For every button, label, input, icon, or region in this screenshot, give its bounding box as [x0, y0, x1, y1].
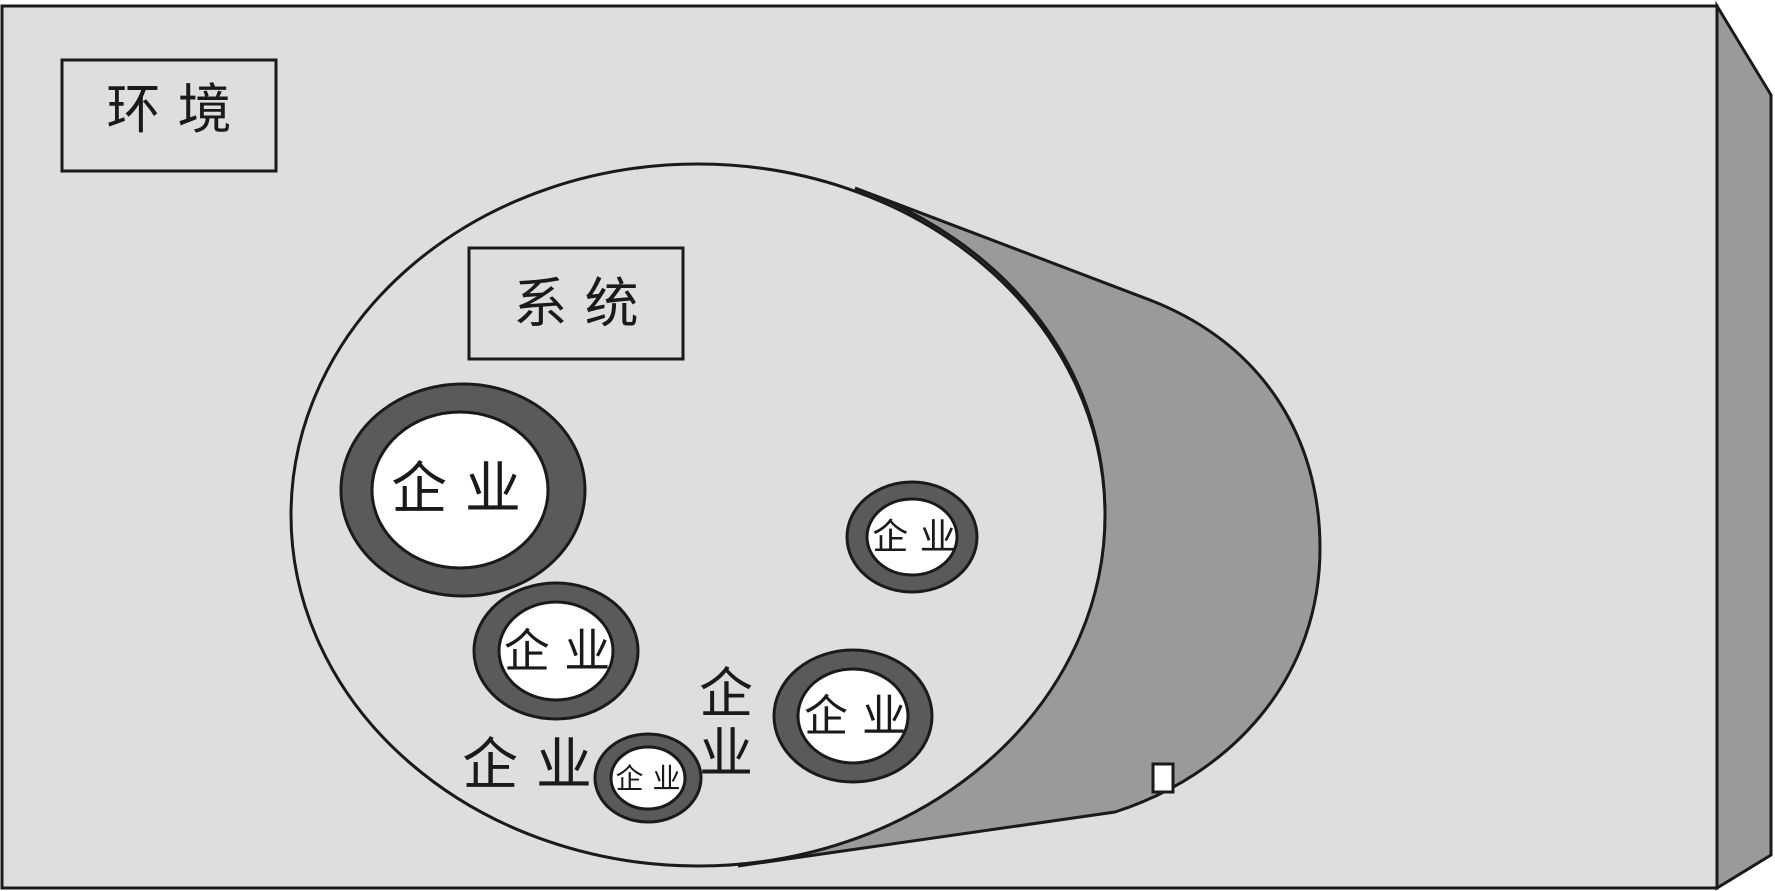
enterprise-label: 企 业: [872, 517, 955, 558]
enterprise-label: 企 业: [616, 762, 681, 795]
environment-label-box: [60, 58, 278, 173]
enterprise-node: 企 业: [845, 480, 979, 594]
enterprise-node: 企 业: [772, 648, 934, 784]
enterprise-core: [796, 667, 910, 765]
system-label-box: [467, 246, 685, 361]
environment-side-face: [1715, 0, 1773, 891]
enterprise-vertical-label-bottom: 业: [699, 722, 753, 785]
enterprise-vertical-label-top: 企: [699, 662, 753, 725]
enterprise-core: [497, 600, 615, 702]
enterprise-node: 企 业: [339, 382, 587, 598]
enterprise-label: 企 业: [391, 457, 521, 522]
enterprise-label: 企 业: [804, 691, 906, 742]
enterprise-node: 企 业: [593, 732, 703, 824]
enterprise-label: 企 业: [504, 624, 611, 678]
system-label: 系 统: [513, 272, 638, 335]
enterprise-core: [370, 410, 550, 570]
cylinder-marker: [1151, 762, 1175, 794]
enterprise-core: [609, 745, 687, 811]
enterprise-free-label: 企 业: [462, 733, 592, 798]
enterprise-node: 企 业: [472, 581, 640, 721]
enterprise-core: [865, 497, 959, 577]
environment-label: 环 境: [106, 78, 231, 141]
